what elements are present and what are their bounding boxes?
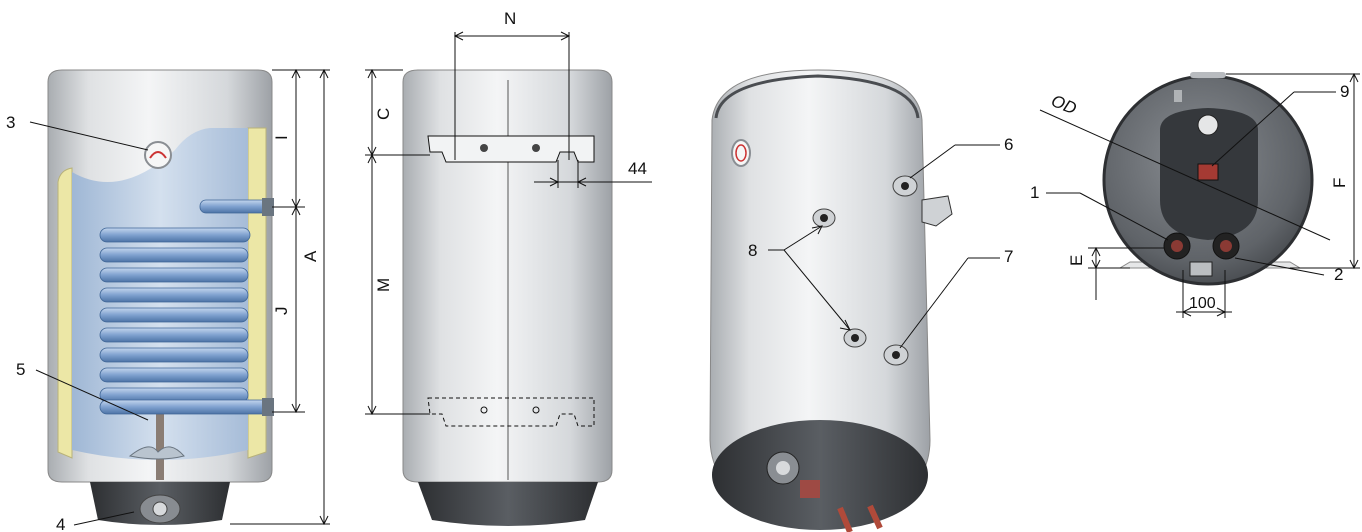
- bottom-cap-back: [418, 482, 598, 526]
- callout-1: 1: [1030, 183, 1039, 202]
- heat-exchanger-coil: [99, 198, 274, 416]
- back-view: N C M 44: [365, 9, 652, 526]
- dimension-J: J: [272, 307, 291, 316]
- dimension-N: N: [504, 9, 516, 28]
- dimension-C: C: [374, 108, 393, 120]
- callout-6: 6: [1004, 135, 1013, 154]
- callout-2: 2: [1334, 265, 1343, 284]
- dimension-I: I: [272, 135, 291, 140]
- dimension-100: 100: [1189, 295, 1216, 312]
- bottom-view: 9 1 2 OD F E 100: [1030, 72, 1360, 318]
- callout-5: 5: [16, 360, 25, 379]
- callout-3: 3: [6, 113, 15, 132]
- perspective-view: 6 7 8: [709, 69, 1013, 532]
- bottom-dome: [712, 420, 928, 530]
- cutaway-view: 3 5 4 I J A: [6, 68, 330, 532]
- callout-9: 9: [1340, 82, 1349, 101]
- wall-bracket-bottom: [427, 397, 595, 427]
- thermometer-icon: [731, 139, 751, 167]
- insulation-layer: [57, 167, 73, 459]
- callout-4: 4: [56, 515, 65, 532]
- dimension-E: E: [1067, 255, 1086, 266]
- callout-7: 7: [1004, 247, 1013, 266]
- dimension-OD: OD: [1049, 91, 1080, 118]
- thermometer-icon: [144, 141, 172, 169]
- dimension-OD-line: [1039, 109, 1331, 241]
- wall-bracket-top: [427, 135, 595, 163]
- control-unit-icon: [1197, 163, 1219, 181]
- dimension-44: 44: [628, 159, 647, 178]
- dimension-F: F: [1330, 178, 1349, 188]
- anode-rod: [156, 400, 164, 480]
- wall-bracket-side: [921, 195, 953, 227]
- callout-8: 8: [748, 241, 757, 260]
- dimension-M: M: [374, 278, 393, 292]
- dimension-A: A: [301, 250, 320, 262]
